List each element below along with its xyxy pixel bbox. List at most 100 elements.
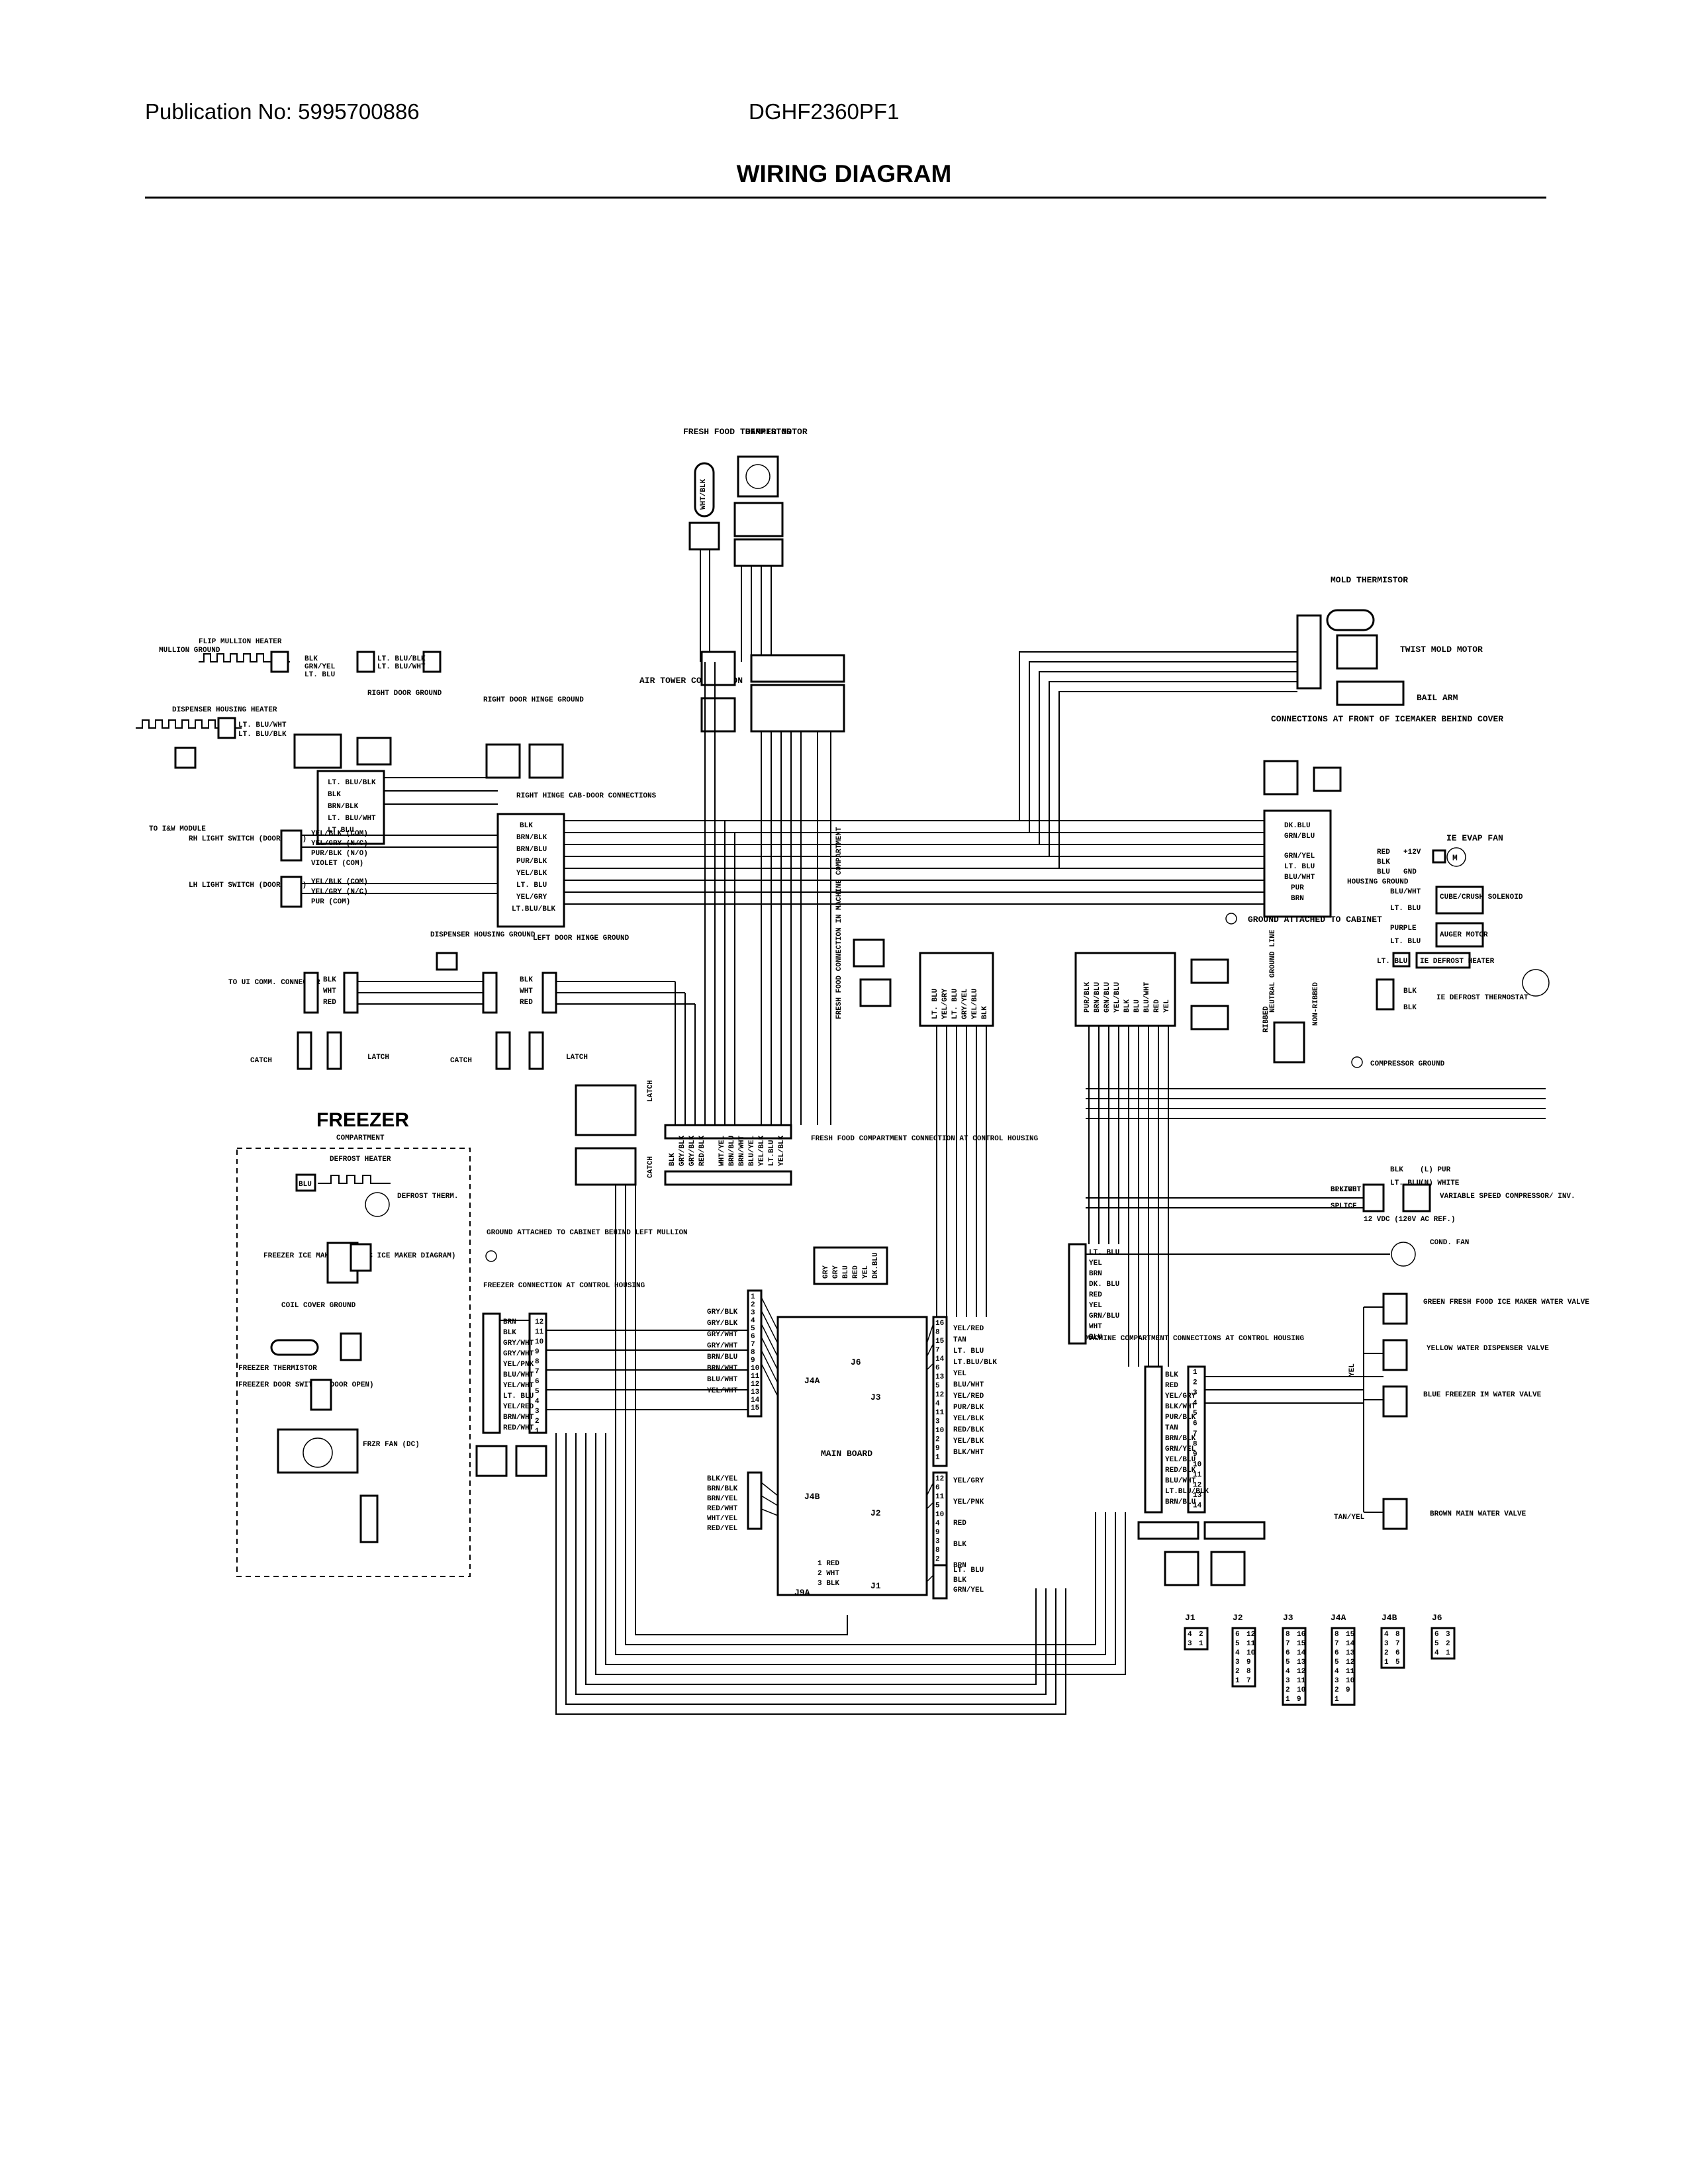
key-j3-pin-16: 9 xyxy=(1297,1696,1301,1704)
defrost-heater-label: DEFROST HEATER xyxy=(330,1156,391,1163)
sol-wire-1: BLU/WHT xyxy=(1390,888,1421,896)
freezer-wire-3: GRY/WHT xyxy=(503,1340,534,1347)
freezer-section: FREEZER COMPARTMENT DEFROST HEATER BLU D… xyxy=(236,1109,471,1577)
splice-label-2: SPLICE xyxy=(1331,1203,1357,1210)
j3-label: J3 xyxy=(870,1392,881,1402)
mullion-ground-label: MULLION GROUND xyxy=(159,647,220,655)
key-j2-pin-3: 5 xyxy=(1235,1640,1240,1648)
j2-pin-8: 3 xyxy=(935,1538,940,1546)
mullion-wire-4: LT. BLU/BLK xyxy=(377,655,426,663)
svg-text:BLU: BLU xyxy=(299,1181,312,1189)
j4b-wire-6: RED/YEL xyxy=(707,1525,738,1533)
machine-wire-5: PUR/BLK xyxy=(1165,1414,1196,1422)
ui-comm-5: WHT xyxy=(520,987,533,995)
key-j3-pin-13: 2 xyxy=(1286,1686,1290,1694)
housing-ground: HOUSING GROUND xyxy=(1347,878,1409,886)
j9a-wire-1: 1 RED xyxy=(818,1560,839,1568)
key-j6-pin-2: 3 xyxy=(1446,1631,1450,1639)
key-j2-pin-4: 11 xyxy=(1246,1640,1256,1648)
mullion-wire-2: GRN/YEL xyxy=(305,663,336,671)
right-machine-wire-3: BRN xyxy=(1089,1270,1102,1278)
publication-number: Publication No: 5995700886 xyxy=(145,99,420,124)
lh-wire-1: YEL/BLK (COM) xyxy=(311,878,368,886)
machine-wire-3: YEL/GRY xyxy=(1165,1392,1196,1400)
j3-pin-14: 2 xyxy=(935,1436,940,1444)
air-tower-wires xyxy=(761,731,831,1125)
ffc-wire-6: BRN/BLU xyxy=(728,1136,736,1166)
j3-pin-2: 8 xyxy=(935,1329,940,1337)
key-j2-pin-1: 6 xyxy=(1235,1631,1240,1639)
ffc-wire-10: LT.BLU xyxy=(768,1140,776,1166)
key-j4a-pin-7: 5 xyxy=(1335,1659,1339,1666)
main-board-label: MAIN BOARD xyxy=(821,1449,872,1459)
freezer-pin-12: 1 xyxy=(535,1428,539,1435)
right-machine-wire-7: GRN/BLU xyxy=(1089,1312,1119,1320)
j1-label: J1 xyxy=(870,1581,881,1591)
freezer-compartment-label: COMPARTMENT xyxy=(336,1134,385,1142)
main-board: MAIN BOARD J6 J4A J3 J4B J2 J1 1 RED 2 W… xyxy=(776,1316,928,1598)
cab-wire-4: PUR/BLK xyxy=(516,858,547,866)
j4a-wire-4: GRY/WHT xyxy=(707,1342,738,1350)
j4a-pin-14: 14 xyxy=(751,1396,760,1404)
key-j4a-label: J4A xyxy=(1331,1613,1346,1623)
ie-defrost-therm-label: IE DEFROST THERMOSTAT xyxy=(1436,994,1528,1002)
ground-attached-cabinet: GROUND ATTACHED TO CABINET xyxy=(1225,913,1382,925)
icemaker-front-connections: CONNECTIONS AT FRONT OF ICEMAKER BEHIND … xyxy=(1263,714,1503,918)
dispenser-heater-label: DISPENSER HOUSING HEATER xyxy=(172,706,277,714)
j3-pin-4: 7 xyxy=(935,1347,940,1355)
def-wire-2: BLK xyxy=(1403,987,1417,995)
ie-evap-fan-label: IE EVAP FAN xyxy=(1446,833,1503,843)
key-j3-pin-6: 14 xyxy=(1297,1649,1306,1657)
key-j2-pin-6: 10 xyxy=(1246,1649,1255,1657)
mr-wire-6: BLU xyxy=(1133,999,1141,1013)
j4a-pin-6: 6 xyxy=(751,1333,755,1341)
freezer-pin-2: 11 xyxy=(535,1328,544,1336)
cab-wire-7: YEL/GRY xyxy=(516,893,547,901)
j6-wire-3: BLU xyxy=(842,1265,850,1279)
key-j2-pin-8: 9 xyxy=(1246,1659,1251,1666)
j2-pin-9: 8 xyxy=(935,1547,940,1555)
cab-wire-1: BLK xyxy=(520,822,533,830)
mr-wire-1: PUR/BLK xyxy=(1084,981,1092,1013)
ui-comm-connector: TO UI COMM. CONNECTOR BLK WHT RED BLK WH… xyxy=(228,972,557,1014)
cab-wire-2: BRN/BLK xyxy=(516,834,547,842)
ui-wire-4: LT. BLU/WHT xyxy=(328,815,376,823)
damper-motor: DAMPER MOTOR xyxy=(733,427,808,662)
mr-wire-9: YEL xyxy=(1163,999,1171,1013)
cab-wire-3: BRN/BLU xyxy=(516,846,547,854)
j1-wire-1: LT. BLU xyxy=(953,1567,984,1574)
icemaker-wire-5: BLU/WHT xyxy=(1284,874,1315,882)
freezer-pin-8: 5 xyxy=(535,1388,539,1396)
comp-wire-1: BLK xyxy=(1390,1166,1403,1174)
j1-wire-2: BLK xyxy=(953,1576,966,1584)
freezer-door-switch-label: FREEZER DOOR SWITCH (DOOR OPEN) xyxy=(238,1381,374,1389)
non-ribbed-label: NON-RIBBED xyxy=(1312,982,1320,1026)
evap-label-1: +12V xyxy=(1403,848,1421,856)
j4a-wire-7: BLU/WHT xyxy=(707,1376,738,1384)
coil-cover-ground-label: COIL COVER GROUND xyxy=(281,1302,356,1310)
ffc-wire-11: YEL/BLK xyxy=(778,1135,786,1166)
cab-wire-8: LT.BLU/BLK xyxy=(512,905,555,913)
freezer-pin-1: 12 xyxy=(535,1318,543,1326)
ui-wire-2: BLK xyxy=(328,791,341,799)
right-door-ground-label: RIGHT DOOR GROUND xyxy=(367,690,442,698)
machine-pin-14: 14 xyxy=(1193,1502,1202,1510)
j6-wire-6: DK.BLU xyxy=(872,1252,880,1279)
machine-wire-8: GRN/YEL xyxy=(1165,1445,1196,1453)
machine-wire-2: RED xyxy=(1165,1382,1178,1390)
mr-wire-2: BRN/BLU xyxy=(1094,982,1102,1013)
ff-machine-connection: FRESH FOOD CONNECTION IN MACHINE COMPART… xyxy=(835,827,994,1027)
ffm-wire-2: YEL/GRY xyxy=(941,988,949,1019)
key-j3-box xyxy=(1282,1627,1307,1706)
blue-valve-label: BLUE FREEZER IM WATER VALVE xyxy=(1423,1391,1542,1399)
freezer-wire-4: GRY/WHT xyxy=(503,1350,534,1358)
j4b-wire-5: WHT/YEL xyxy=(707,1515,738,1523)
ui-module-label: TO I&W MODULE xyxy=(149,825,206,833)
lh-wire-3: PUR (COM) xyxy=(311,898,350,906)
j2-wire-1: YEL/GRY xyxy=(953,1477,984,1485)
vs-compressor-label: VARIABLE SPEED COMPRESSOR/ INV. xyxy=(1440,1193,1575,1201)
ffm-wire-5: YEL/BLU xyxy=(971,989,979,1019)
title-rule xyxy=(145,197,1546,199)
